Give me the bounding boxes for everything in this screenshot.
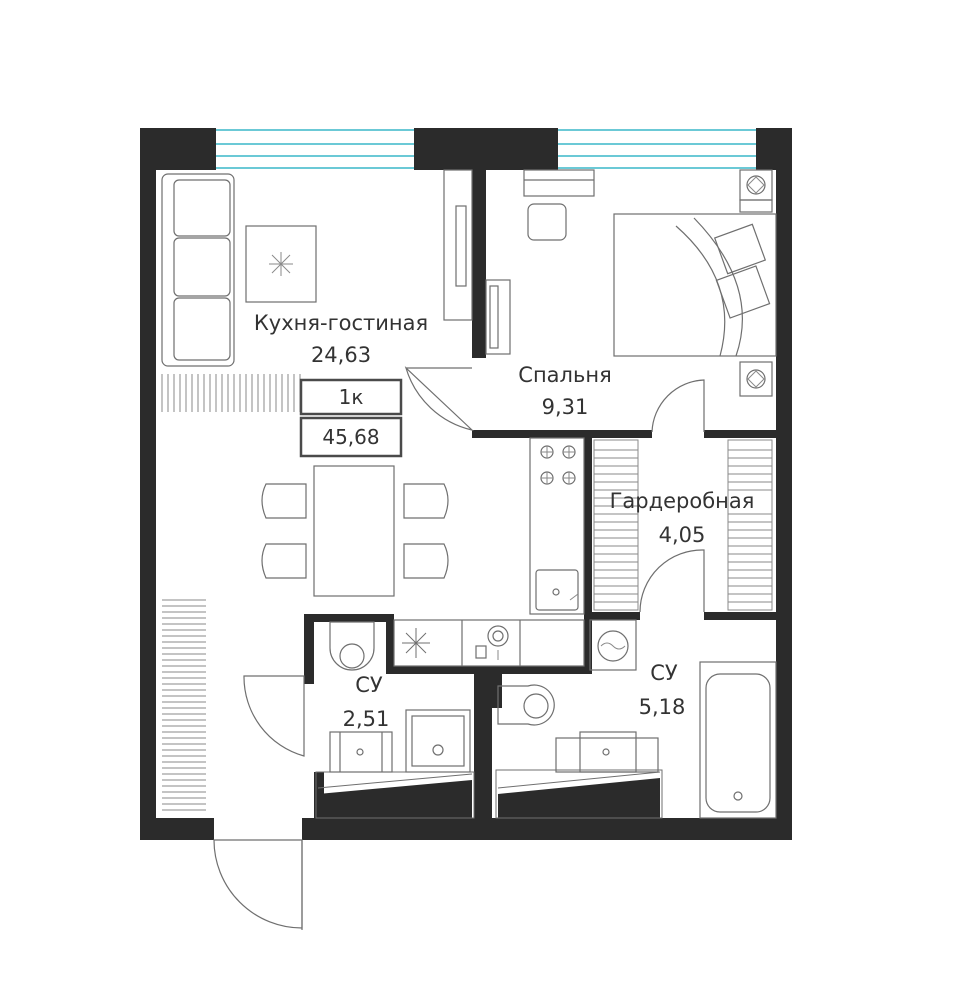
room-labels: Кухня-гостиная 24,63 Спальня 9,31 Гардер… (254, 311, 755, 731)
door-wardrobe-a (651, 379, 705, 433)
living-furniture (161, 169, 511, 811)
windows (216, 129, 756, 169)
wall-wardrobe-bottom-a (592, 612, 640, 620)
wall-su-small-left (304, 614, 314, 684)
pillow (715, 265, 771, 319)
radiator-hall (162, 599, 206, 811)
wall-su-small-top (304, 614, 394, 622)
wall-partition-bedroom (472, 170, 486, 358)
washing-machine (589, 619, 637, 671)
shaft-right (498, 778, 660, 818)
wardrobe-shelves (593, 439, 773, 611)
walls (140, 128, 792, 840)
kitchen-counter (529, 437, 585, 615)
tv-cabinet (443, 169, 473, 321)
room-name-kitchen-living: Кухня-гостиная (254, 311, 428, 335)
wall-wardrobe-bottom-b (704, 612, 776, 620)
desk-chair (527, 203, 567, 241)
wall-bedroom-bottom-b (704, 430, 776, 438)
cooktop (540, 445, 576, 485)
chair (403, 483, 449, 519)
su-large-fixtures (497, 619, 777, 819)
wall-wardrobe-left (584, 438, 592, 668)
room-name-su-small: СУ (355, 673, 383, 697)
bed (613, 213, 777, 357)
wall-top-middle (414, 128, 558, 170)
room-area-bedroom: 9,31 (542, 395, 589, 419)
door-entry (213, 839, 303, 929)
room-name-su-large: СУ (650, 661, 678, 685)
nightstand (739, 361, 773, 397)
radiator-living (161, 374, 301, 412)
toilet-large (497, 684, 555, 726)
room-area-kitchen-living: 24,63 (311, 343, 371, 367)
door-su-small (243, 675, 305, 757)
toilet (329, 621, 375, 671)
total-area: 45,68 (322, 425, 379, 449)
sofa (161, 173, 235, 367)
washbasin (329, 731, 393, 773)
chair (261, 543, 307, 579)
kitchen-sink (535, 569, 579, 611)
wall-right (776, 128, 792, 840)
wall-kitchen-bottom (386, 666, 592, 674)
door-wardrobe-b (639, 549, 705, 613)
wall-su-partition (474, 674, 492, 818)
wall-left (140, 128, 156, 840)
desk (523, 169, 595, 197)
room-name-wardrobe: Гардеробная (610, 489, 755, 513)
dining-table (313, 465, 395, 597)
doors (213, 366, 705, 930)
room-area-su-large: 5,18 (639, 695, 686, 719)
wall-su-partition-top (492, 674, 502, 708)
shaft-left (318, 780, 472, 818)
apartment-badge: 1к 45,68 (299, 378, 403, 458)
shower-tray (405, 709, 471, 773)
nightstand (739, 169, 773, 201)
apartment-type: 1к (339, 385, 364, 409)
chair (403, 543, 449, 579)
wall-bottom-left (140, 818, 214, 840)
bedroom-tv-unit (485, 279, 511, 355)
room-area-su-small: 2,51 (343, 707, 390, 731)
door-bedroom-swing (404, 366, 475, 432)
fridge-icon (402, 628, 430, 658)
kitchen-units (393, 437, 585, 667)
rug (245, 225, 317, 303)
bathtub (699, 661, 777, 819)
wall-su-small-kitchen (386, 614, 394, 674)
wall-bedroom-bottom-a (472, 430, 652, 438)
room-name-bedroom: Спальня (518, 363, 611, 387)
bedroom-furniture (523, 169, 777, 397)
chair (261, 483, 307, 519)
pillow (713, 223, 767, 275)
washer-icon (487, 625, 509, 647)
su-small-fixtures (329, 621, 471, 773)
kitchen-lower-row (393, 619, 585, 667)
room-area-wardrobe: 4,05 (659, 523, 706, 547)
wall-kitchen-right (584, 620, 592, 674)
wall-bottom-right (302, 818, 792, 840)
